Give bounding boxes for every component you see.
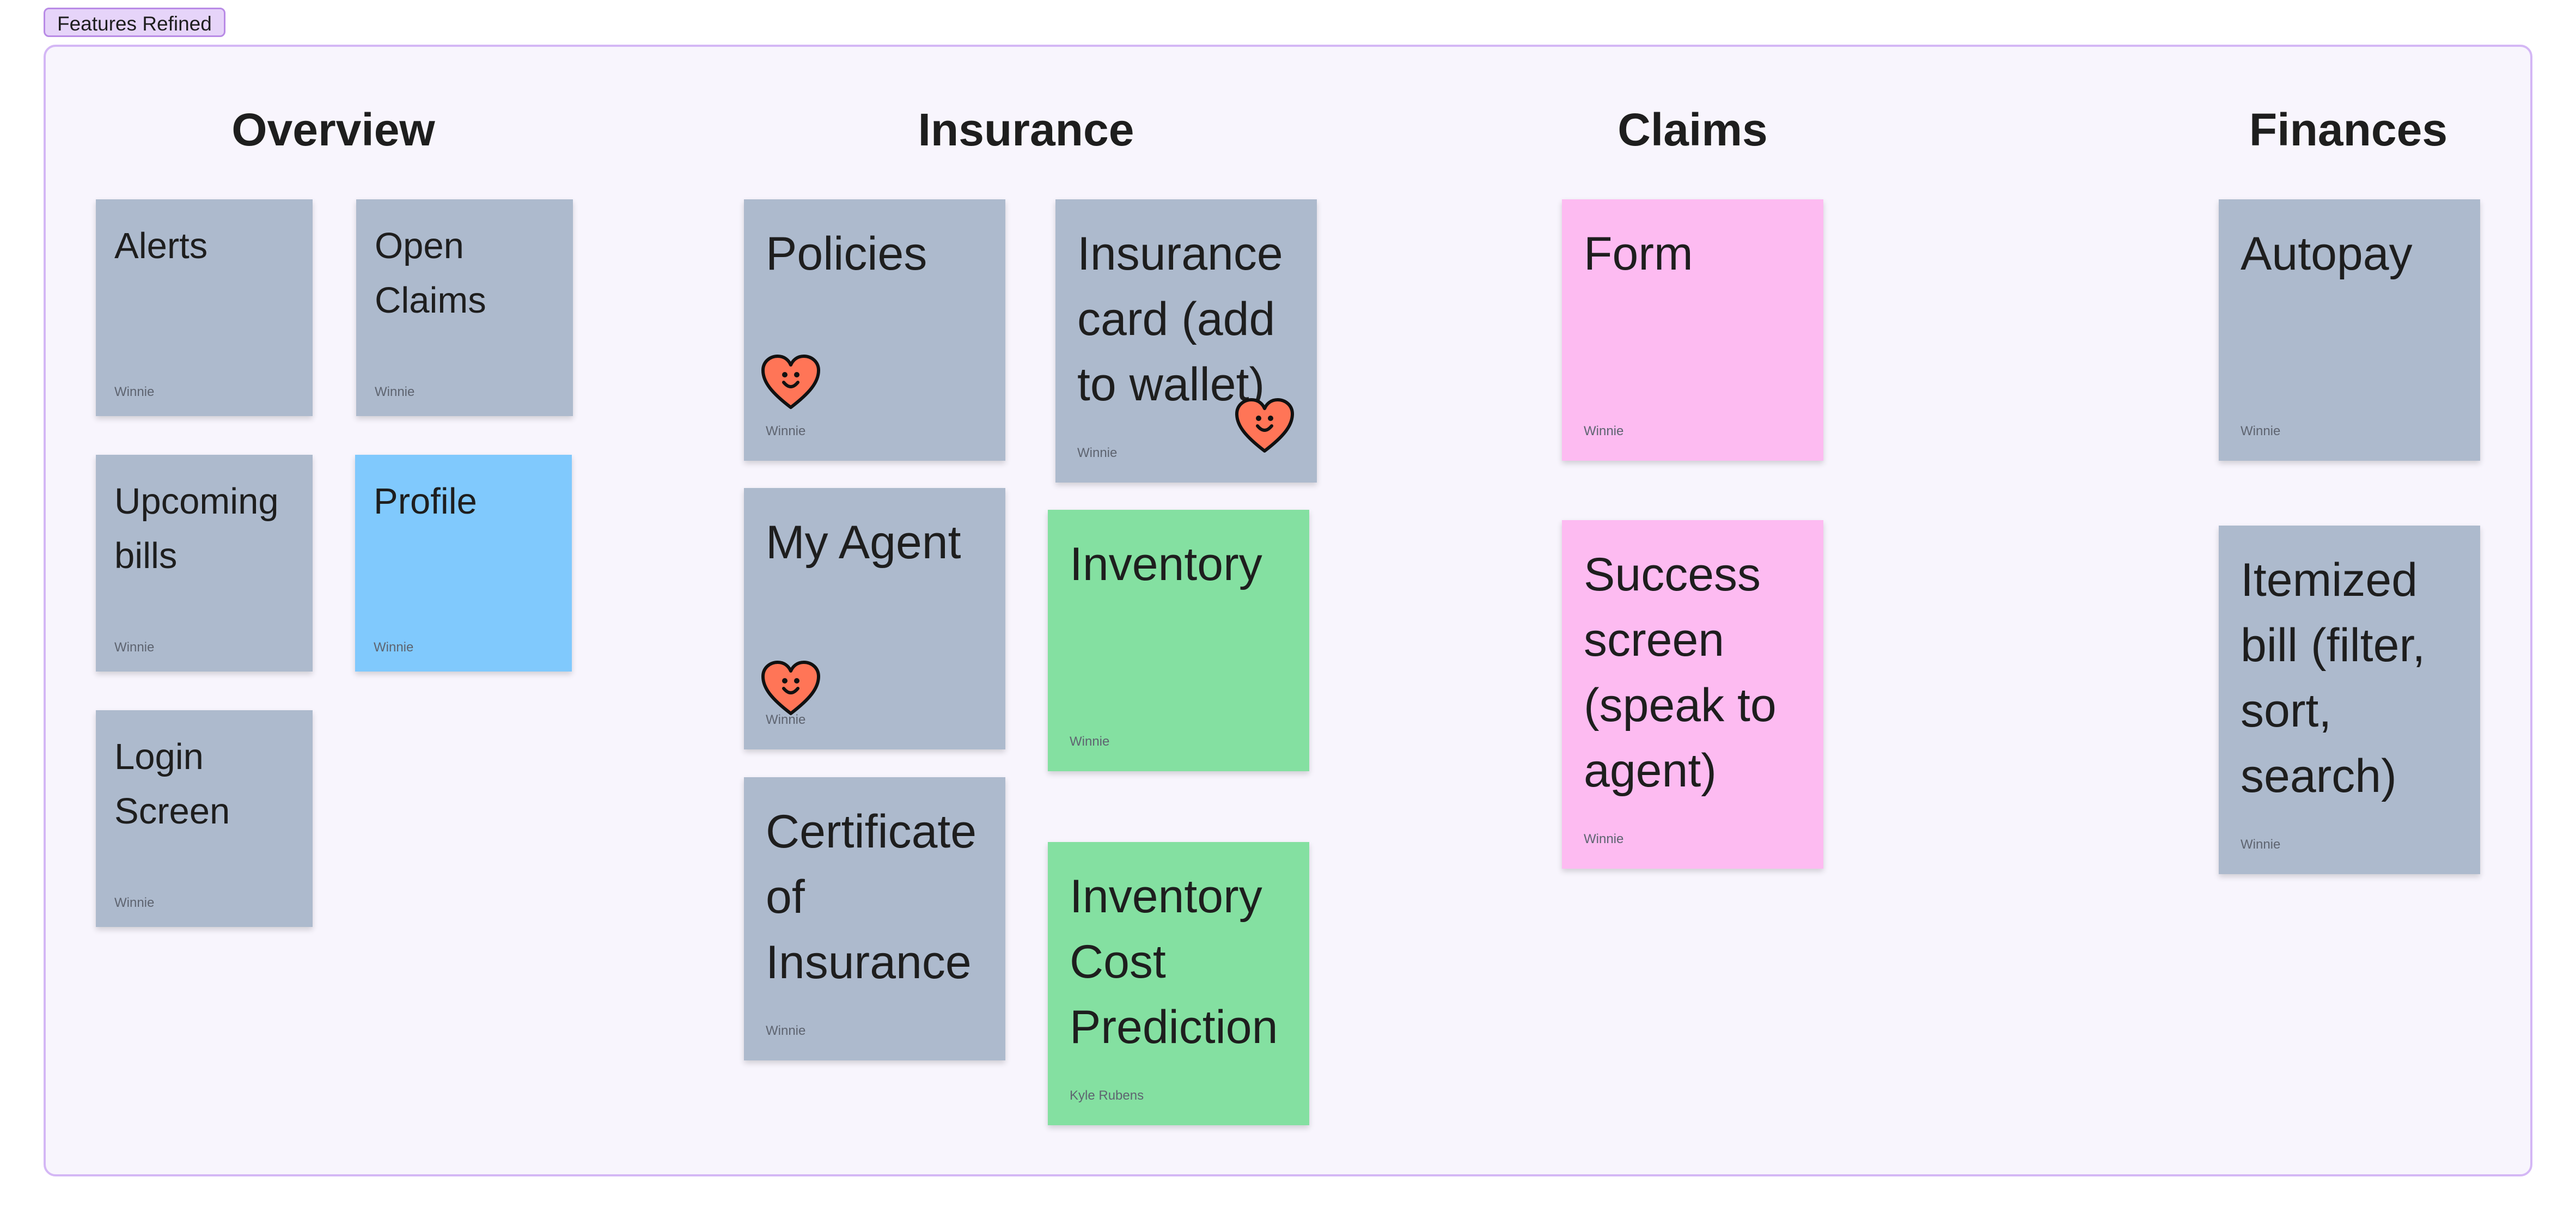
sticky-note-author: Winnie [1077, 446, 1118, 460]
sticky-note-text: Itemized bill (filter, sort, search) [2241, 554, 2426, 802]
sticky-note-author: Winnie [114, 385, 155, 399]
sticky-note-author: Winnie [114, 895, 155, 910]
sticky-note-author: Winnie [114, 640, 155, 655]
sticky-note-text: Alerts [114, 225, 208, 266]
sticky-note-author: Winnie [766, 1023, 806, 1038]
sticky-note-text: Open Claims [375, 225, 486, 321]
sticky-note-profile[interactable]: Profile Winnie [355, 455, 572, 672]
sticky-note-text: Inventory [1070, 538, 1262, 590]
sticky-note-text: Form [1584, 228, 1693, 280]
sticky-note-autopay[interactable]: Autopay Winnie [2219, 199, 2480, 461]
sticky-note-alerts[interactable]: Alerts Winnie [96, 199, 313, 416]
smiling-heart-icon[interactable] [760, 354, 821, 411]
sticky-note-author: Kyle Rubens [1070, 1088, 1144, 1103]
sticky-note-text: Policies [766, 228, 927, 280]
section-label[interactable]: Features Refined [44, 8, 225, 37]
sticky-note-author: Winnie [1584, 424, 1624, 438]
sticky-note-text: Autopay [2241, 228, 2413, 280]
sticky-note-text: Upcoming bills [114, 481, 279, 576]
sticky-note-text: Profile [374, 481, 477, 522]
column-heading-finances[interactable]: Finances [2249, 104, 2448, 155]
sticky-note-certificate-of-insurance[interactable]: Certificate of Insurance Winnie [744, 777, 1005, 1060]
sticky-note-insurance-card[interactable]: Insurance card (add to wallet) Winnie [1055, 199, 1317, 483]
sticky-note-author: Winnie [766, 712, 806, 727]
sticky-note-policies[interactable]: Policies Winnie [744, 199, 1005, 461]
sticky-note-text: Certificate of Insurance [766, 806, 977, 989]
sticky-note-login-screen[interactable]: Login Screen Winnie [96, 710, 313, 927]
sticky-note-text: My Agent [766, 516, 961, 569]
column-heading-insurance[interactable]: Insurance [918, 104, 1134, 155]
sticky-note-author: Winnie [374, 640, 414, 655]
sticky-note-author: Winnie [1070, 734, 1110, 749]
sticky-note-itemized-bill[interactable]: Itemized bill (filter, sort, search) Win… [2219, 526, 2480, 874]
sticky-note-inventory[interactable]: Inventory Winnie [1048, 510, 1309, 771]
sticky-note-author: Winnie [1584, 832, 1624, 846]
sticky-note-success-screen[interactable]: Success screen (speak to agent) Winnie [1562, 520, 1823, 869]
sticky-note-upcoming-bills[interactable]: Upcoming bills Winnie [96, 455, 313, 672]
sticky-note-text: Inventory Cost Prediction [1070, 870, 1278, 1053]
sticky-note-text: Insurance card (add to wallet) [1077, 228, 1283, 411]
sticky-note-author: Winnie [375, 385, 415, 399]
sticky-note-text: Success screen (speak to agent) [1584, 548, 1777, 797]
sticky-note-author: Winnie [766, 424, 806, 438]
sticky-note-text: Login Screen [114, 736, 230, 832]
smiling-heart-icon[interactable] [760, 660, 821, 717]
column-heading-claims[interactable]: Claims [1617, 104, 1768, 155]
smiling-heart-icon[interactable] [1234, 398, 1295, 454]
sticky-note-form[interactable]: Form Winnie [1562, 199, 1823, 461]
sticky-note-open-claims[interactable]: Open Claims Winnie [356, 199, 573, 416]
sticky-note-author: Winnie [2241, 837, 2281, 852]
column-heading-overview[interactable]: Overview [231, 104, 435, 155]
sticky-note-inventory-cost-prediction[interactable]: Inventory Cost Prediction Kyle Rubens [1048, 842, 1309, 1125]
sticky-note-author: Winnie [2241, 424, 2281, 438]
